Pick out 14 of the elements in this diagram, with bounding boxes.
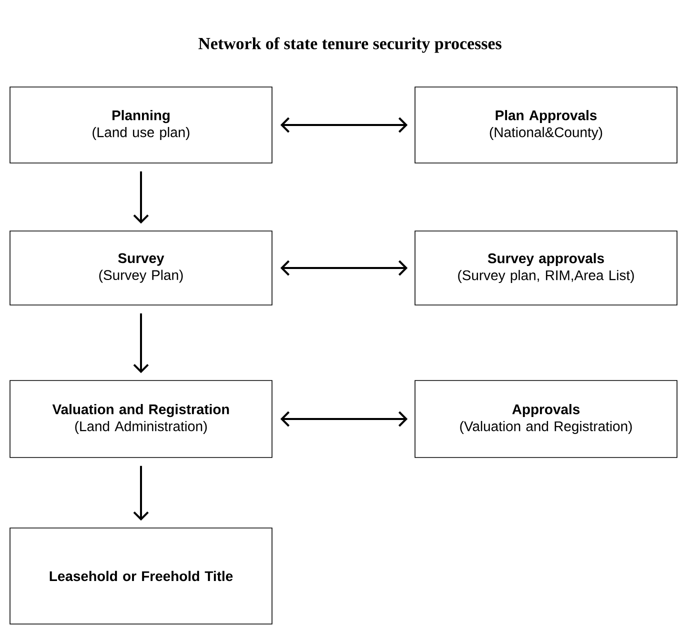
process-box: Valuation and Registration (Land Administration) bbox=[10, 380, 272, 458]
process-box: Plan Approvals (National&County) bbox=[414, 86, 678, 164]
process-box: Approvals (Valuation and Registration) bbox=[414, 380, 678, 458]
arrow bbox=[280, 411, 408, 427]
arrow bbox=[133, 313, 149, 374]
arrow bbox=[133, 171, 149, 224]
arrow bbox=[133, 466, 149, 521]
process-box: Leasehold or Freehold Title bbox=[10, 528, 272, 624]
process-box: Survey approvals (Survey plan, RIM,Area List) bbox=[414, 230, 678, 306]
title: Network of state tenure security processes bbox=[198, 37, 502, 53]
process-box: Planning (Land use plan) bbox=[10, 86, 272, 164]
arrow bbox=[280, 117, 408, 133]
arrow bbox=[280, 260, 408, 276]
process-box: Survey (Survey Plan) bbox=[10, 230, 272, 306]
